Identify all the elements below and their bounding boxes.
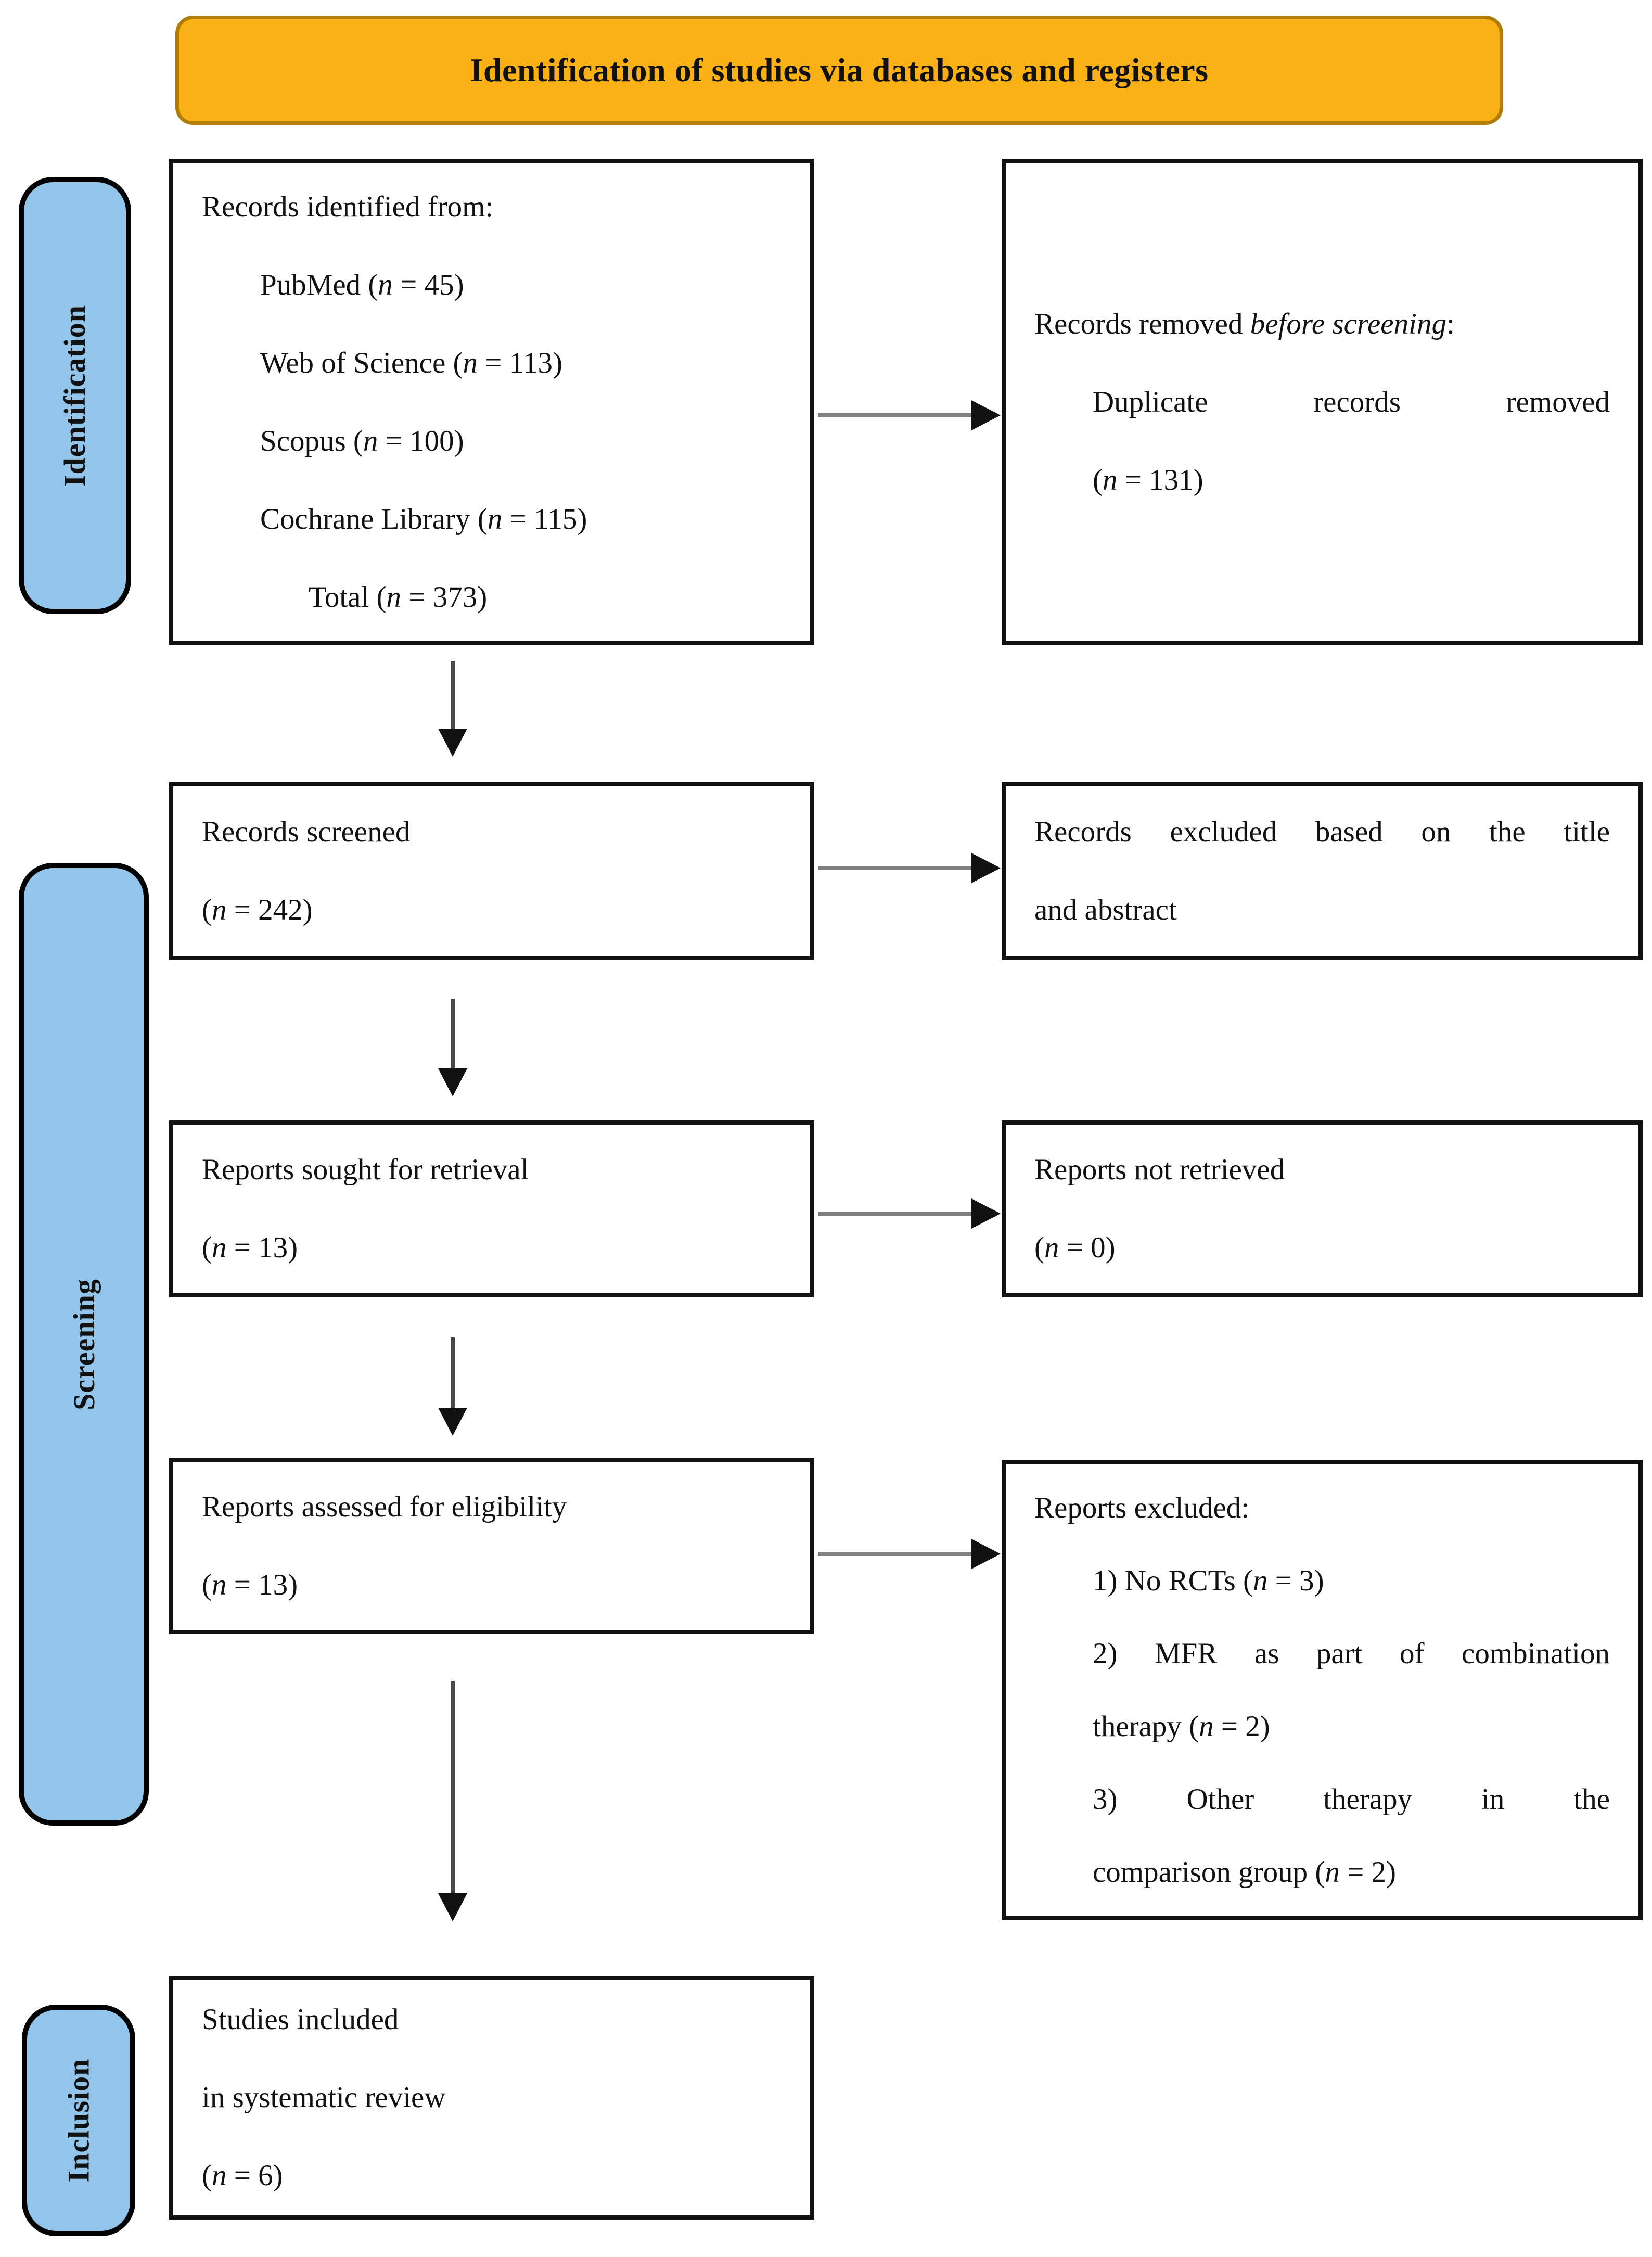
box-records-identified: Records identified from: PubMed (n = 45) W… [169,159,814,645]
box-text-line: (n = 13) [202,1231,298,1264]
box-text-line: (n = 6) [202,2159,283,2192]
box-records-excluded: Records excluded based on the title and a… [1002,782,1643,960]
box-text-line: 3) Other therapy in the [1093,1782,1610,1816]
box-studies-included: Studies included in systematic review (n =… [169,1976,814,2220]
box-text-line: Reports sought for retrieval [202,1153,529,1186]
box-text-line: in systematic review [202,2081,446,2114]
stage-inclusion: Inclusion [22,2005,135,2236]
arrow-identified-to-screened [451,661,455,729]
box-text-line: Reports not retrieved [1034,1153,1285,1186]
box-text-line: therapy (n = 2) [1093,1710,1270,1743]
box-text-line: (n = 13) [202,1569,298,1601]
stage-inclusion-label: Inclusion [61,2058,96,2183]
box-text-line: (n = 0) [1034,1231,1116,1264]
arrow-identified-to-removed [818,413,971,417]
box-text-line: Reports excluded: [1034,1491,1250,1524]
box-reports-assessed: Reports assessed for eligibility (n = 13) [169,1458,814,1634]
box-text-line: Cochrane Library (n = 115) [260,502,587,535]
arrow-screened-to-sought [451,999,455,1068]
arrow-screened-to-excluded [818,866,971,870]
box-text-line: Total (n = 373) [309,580,488,614]
box-text-line: 2) MFR as part of combination [1093,1637,1610,1670]
arrow-assessed-to-excluded [818,1552,971,1556]
box-text-line: Records excluded based on the title [1034,815,1610,848]
arrow-sought-to-assessed [451,1337,455,1408]
box-text-line: Records identified from: [202,190,494,223]
box-records-removed: Records removed before screening: Duplica… [1002,159,1643,645]
box-reports-sought: Reports sought for retrieval (n = 13) [169,1120,814,1297]
box-text-line: (n = 242) [202,894,313,926]
box-text-line: Web of Science (n = 113) [260,346,562,379]
box-text-line: and abstract [1034,894,1177,926]
stage-screening-label: Screening [67,1278,101,1410]
box-text-line: (n = 131) [1093,463,1203,496]
box-text-line: PubMed (n = 45) [260,268,464,301]
box-text-line: Studies included [202,2003,399,2036]
arrow-assessed-to-included [451,1681,455,1893]
box-reports-not-retrieved: Reports not retrieved (n = 0) [1002,1120,1643,1297]
box-text-line: Records removed before screening: [1034,307,1455,340]
stage-identification-label: Identification [58,304,92,487]
banner-title: Identification of studies via databases … [470,52,1209,88]
box-text-line: Records screened [202,815,411,848]
box-text-line: Duplicate records removed [1093,385,1610,418]
box-text-line: Reports assessed for eligibility [202,1490,567,1523]
stage-identification: Identification [19,177,131,614]
box-text-line: comparison group (n = 2) [1093,1855,1397,1889]
box-records-screened: Records screened (n = 242) [169,782,814,960]
arrow-sought-to-not-retrieved [818,1212,971,1216]
stage-screening: Screening [19,863,149,1826]
box-text-line: Scopus (n = 100) [260,424,464,457]
box-text-line: 1) No RCTs (n = 3) [1093,1564,1324,1597]
banner: Identification of studies via databases … [175,16,1503,125]
box-reports-excluded: Reports excluded: 1) No RCTs (n = 3) 2) MF… [1002,1460,1643,1920]
